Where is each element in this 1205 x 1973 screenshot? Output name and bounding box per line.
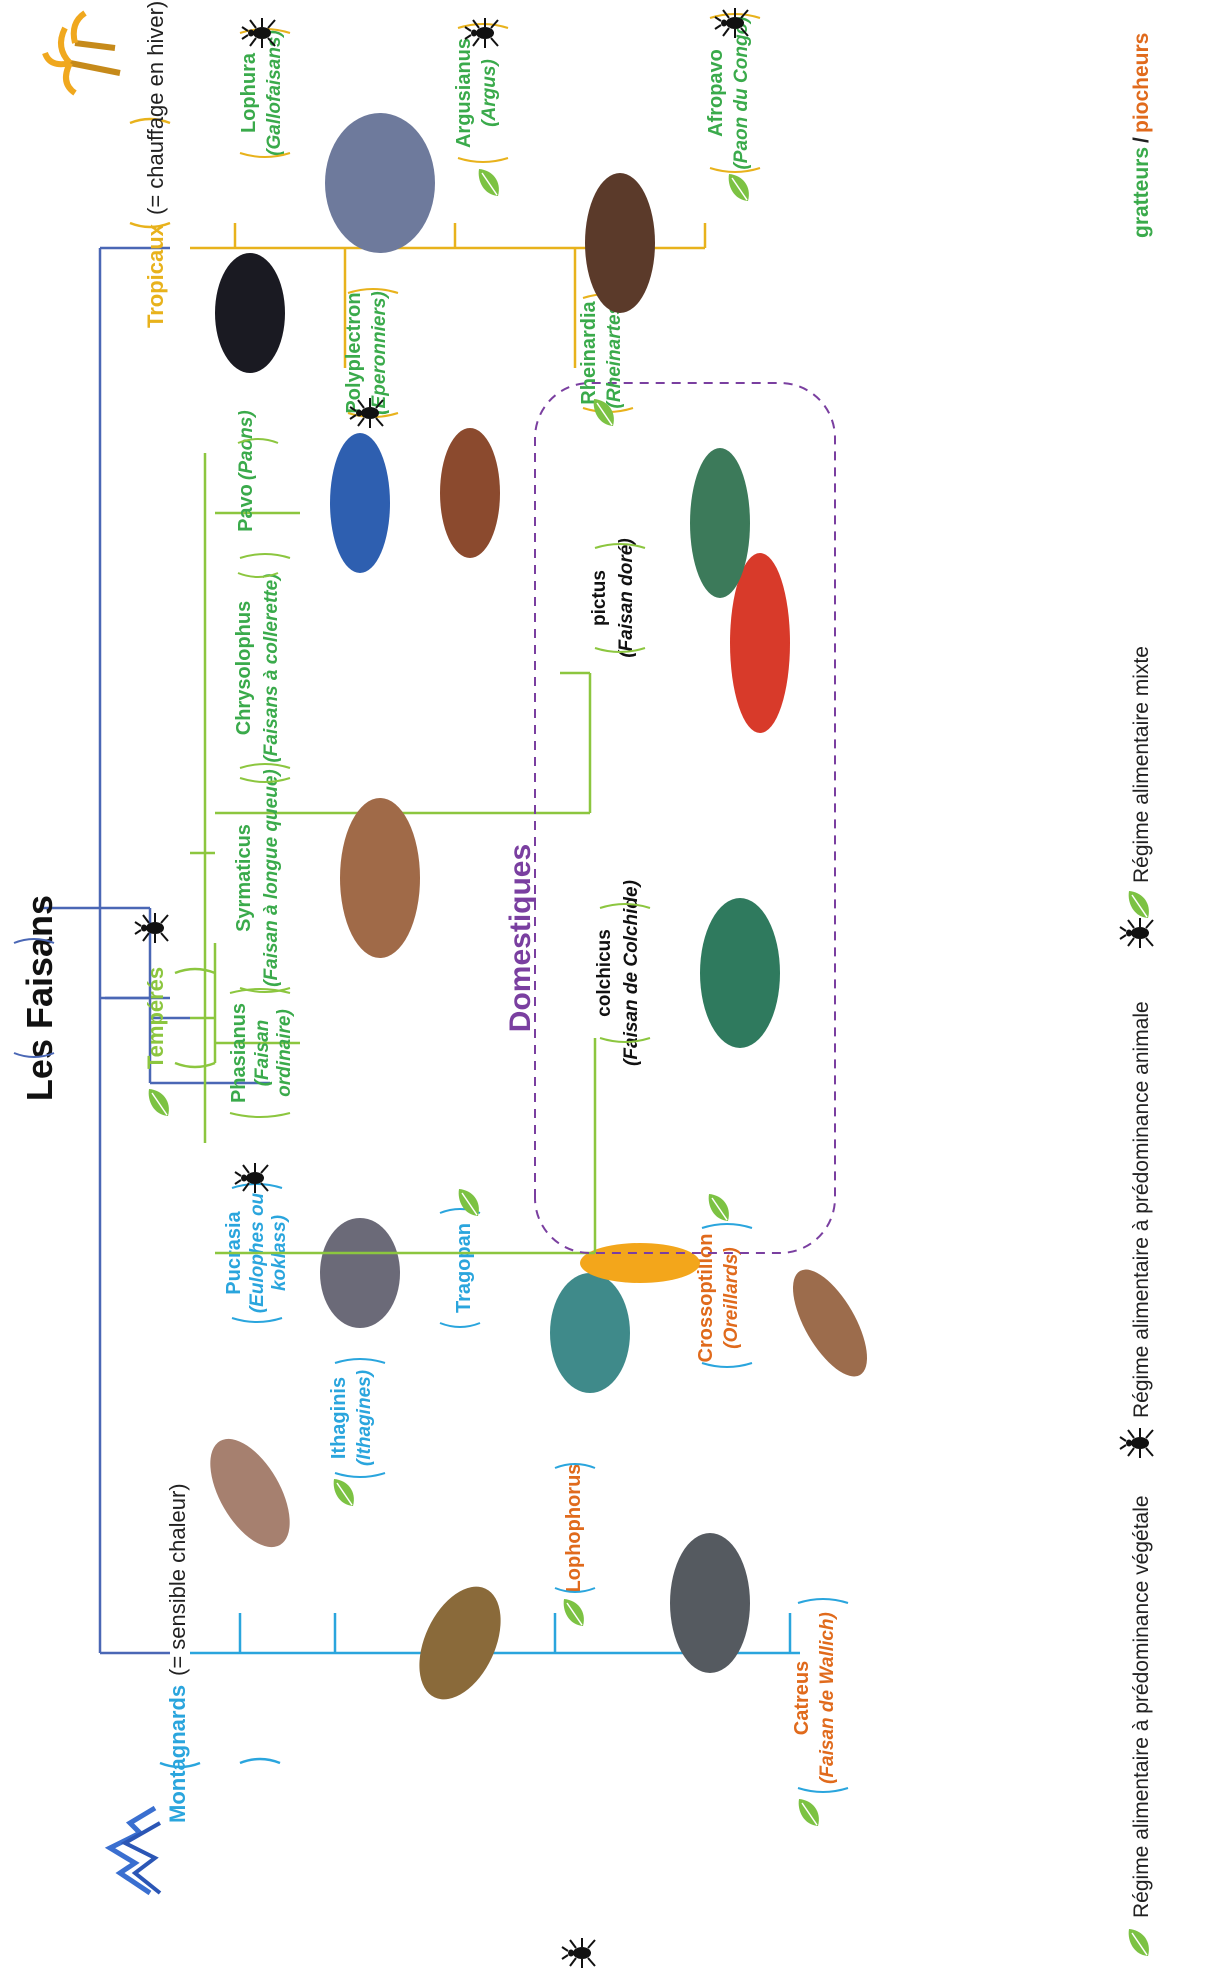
domestiques-box (535, 383, 835, 1253)
svg-text:Phasianus: Phasianus (228, 1003, 250, 1103)
svg-text:Catreus: Catreus (791, 1661, 813, 1735)
genus-argusianus: Argusianus (Argus) (453, 24, 508, 162)
leaf-icon (564, 1599, 584, 1626)
svg-text:(Faisans à collerette): (Faisans à collerette) (261, 573, 282, 762)
leaf-icon (729, 174, 749, 201)
bug-icon (1120, 1428, 1153, 1458)
svg-text:(Faisan de Colchide): (Faisan de Colchide) (621, 880, 642, 1066)
legend-gratteurs: gratteurs (1130, 147, 1153, 238)
svg-text:(Faisan: (Faisan (252, 1020, 273, 1087)
svg-text:(Faisan de Wallich): (Faisan de Wallich) (817, 1612, 838, 1784)
genus-pavo: Pavo (Paons) (235, 410, 278, 577)
svg-text:(Oreillards): (Oreillards) (721, 1247, 742, 1348)
svg-text:(Paons): (Paons) (236, 410, 257, 480)
leaf-icon (1129, 891, 1149, 918)
genus-lophura: Lophura (Gallofaisans) (238, 29, 290, 157)
svg-text:(Faisan à longue queue): (Faisan à longue queue) (261, 769, 282, 986)
svg-text:Tempérés: Tempérés (143, 967, 168, 1069)
svg-text:(Argus): (Argus) (479, 59, 500, 127)
legend-mixte: Régime alimentaire mixte (1130, 646, 1153, 883)
mountain-icon (110, 1808, 160, 1893)
svg-text:(Eperonniers): (Eperonniers) (369, 291, 390, 415)
legend-animal: Régime alimentaire à prédominance animal… (1130, 1001, 1153, 1418)
legend: Régime alimentaire à prédominance végéta… (1120, 33, 1153, 1956)
leaf-icon (459, 1189, 479, 1216)
svg-text:Pavo: Pavo (235, 484, 257, 532)
species-colchicus: colchicus (Faisan de Colchide) (594, 880, 650, 1066)
bug-icon (235, 1163, 268, 1193)
bug-icon (135, 913, 168, 943)
svg-text:Afropavo: Afropavo (705, 49, 727, 137)
leaf-icon (479, 169, 499, 196)
bug-icon (562, 1938, 595, 1968)
svg-text:Tragopan: Tragopan (453, 1223, 475, 1313)
svg-text:(Faisan doré): (Faisan doré) (616, 538, 637, 657)
leaf-icon (334, 1479, 354, 1506)
genus-chrysolophus: Chrysolophus (Faisans à collerette) (233, 554, 290, 782)
svg-text:(= chauffage en hiver): (= chauffage en hiver) (143, 1, 168, 215)
svg-text:colchicus: colchicus (594, 929, 615, 1017)
svg-text:Rheinardia: Rheinardia (578, 300, 600, 404)
svg-text:Syrmaticus: Syrmaticus (233, 824, 255, 932)
svg-text:(Rheinartes): (Rheinartes) (604, 298, 625, 409)
root-bar (100, 248, 170, 1653)
genus-syrmaticus: Syrmaticus (Faisan à longue queue) (233, 764, 290, 992)
svg-text:Chrysolophus: Chrysolophus (233, 601, 255, 735)
tropicaux-label: Tropicaux (= chauffage en hiver) (143, 1, 168, 328)
leaf-icon (799, 1799, 819, 1826)
svg-text:Montagnards: Montagnards (165, 1685, 190, 1823)
svg-text:Polyplectron: Polyplectron (343, 292, 365, 413)
svg-text:(Ithagines): (Ithagines) (354, 1370, 375, 1466)
svg-text:pictus: pictus (589, 570, 610, 626)
legend-slash: / (1130, 137, 1153, 143)
palm-icon (45, 13, 120, 93)
leaf-icon (149, 1089, 169, 1116)
bird-illustration (194, 1218, 882, 1712)
genus-polyplectron: Polyplectron (Eperonniers) (343, 289, 398, 417)
svg-text:(Paon du Congo): (Paon du Congo) (731, 16, 752, 169)
svg-text:Lophophorus: Lophophorus (563, 1464, 585, 1593)
svg-text:ordinaire): ordinaire) (274, 1009, 295, 1097)
bug-icon (1120, 918, 1153, 948)
svg-text:Lophura: Lophura (238, 52, 260, 133)
genus-afropavo: Afropavo (Paon du Congo) (705, 14, 760, 172)
montagnards-label: Montagnards (= sensible chaleur) (165, 1483, 190, 1823)
svg-text:Argusianus: Argusianus (453, 38, 475, 148)
genus-crossoptilon: Crossoptillon (Oreillards) (695, 1224, 752, 1367)
domestiques-label: Domestiques (504, 844, 537, 1032)
genus-ithaginis: Ithaginis (Ithagines) (328, 1359, 385, 1477)
leaf-icon (709, 1194, 729, 1221)
genus-catreus: Catreus (Faisan de Wallich) (791, 1599, 848, 1792)
legend-vegetal: Régime alimentaire à prédominance végéta… (1130, 1495, 1153, 1918)
genus-phasianus: Phasianus (Faisan ordinaire) (228, 989, 295, 1117)
svg-text:Ithaginis: Ithaginis (328, 1377, 350, 1459)
leaf-icon (1129, 1929, 1149, 1956)
svg-text:(Gallofaisans): (Gallofaisans) (264, 30, 285, 156)
genus-lophophorus: Lophophorus (555, 1464, 595, 1593)
legend-piocheurs: piocheurs (1130, 33, 1153, 133)
page-title: Les Faisans (19, 895, 60, 1101)
genus-tragopan: Tragopan (440, 1209, 480, 1327)
svg-text:Tropicaux: Tropicaux (143, 223, 168, 328)
temperes-label: Tempérés (143, 967, 168, 1069)
species-pictus: pictus (Faisan doré) (589, 538, 645, 657)
svg-text:(= sensible chaleur): (= sensible chaleur) (165, 1483, 190, 1676)
